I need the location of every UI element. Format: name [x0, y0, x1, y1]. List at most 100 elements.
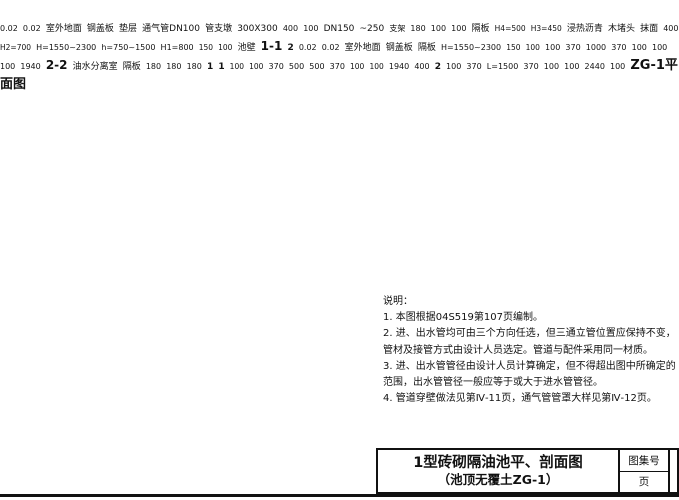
- centerline: 隔板 H=1550~2300 150 100 100 370 100: [0, 35, 667, 73]
- plan-view-drawing: 油水分离室 隔板: [0, 54, 678, 92]
- outdoor-ground-label: 室外地面: [45, 24, 82, 34]
- note-item: 2. 进、出水管均可由三个方向任选，但三通立管位置应保持不变，管材及接管方式由设…: [383, 328, 676, 356]
- dim-label: H=1550~2300: [440, 43, 502, 52]
- steel-cover-label: 钢盖板: [385, 43, 413, 53]
- dim-label: 1000: [585, 43, 607, 52]
- plug-label: 浸热沥青: [566, 24, 603, 34]
- dim-label: H4=500: [494, 24, 526, 33]
- dim-label: 100: [430, 24, 447, 33]
- section-1-1-drawing: 0.02 0.02 室外地面 钢盖板 垫层: [0, 16, 678, 54]
- title-block-value-cell: [670, 450, 677, 492]
- slope-label: 0.02: [321, 43, 340, 52]
- wall-band: 油水分离室 隔板: [0, 54, 678, 92]
- baffle-plate: 隔板 H4=500 H3=450 浸热沥青 木堵头 抹面 400: [0, 16, 678, 54]
- bracket-label: 支架: [389, 24, 406, 33]
- dim-label: 1940: [388, 62, 410, 71]
- dim-label: 370: [611, 43, 627, 52]
- note-item: 3. 进、出水管管径由设计人员计算确定，但不得超出图中所确定的范围，出水管管径一…: [383, 360, 676, 388]
- slope-label: 0.02: [0, 24, 18, 33]
- pier-label: 管支墩: [205, 24, 233, 34]
- dim-label: 100: [564, 62, 580, 71]
- dim-label: H1=800: [160, 43, 194, 52]
- dim-label: 100: [451, 24, 467, 33]
- dim-label: 500: [309, 62, 325, 71]
- dim-label: 180: [166, 62, 182, 71]
- dim-label: 370: [466, 62, 482, 71]
- outdoor-ground-label: 室外地面: [344, 43, 381, 53]
- title-block-side: 图集号 页: [620, 450, 670, 492]
- dim-label: L=1500: [486, 62, 519, 71]
- atlas-number-label: 图集号: [620, 450, 668, 472]
- dim-label: 400: [663, 24, 679, 33]
- dim-label: 100: [631, 43, 647, 52]
- section-marker-label: 1: [218, 62, 225, 72]
- dim-label: 150: [506, 43, 521, 52]
- dim-label: 500: [288, 62, 305, 71]
- dim-label: H2=700: [0, 43, 32, 52]
- pier-size-label: 300X300: [237, 24, 278, 34]
- section-marker-label: 2: [287, 43, 294, 53]
- dim-label: h=750~1500: [101, 43, 156, 52]
- dim-label: 400: [282, 24, 299, 33]
- plaster-label: 抹面: [640, 24, 659, 34]
- title-block-main: 1型砖砌隔油池平、剖面图 （池顶无覆土ZG-1）: [378, 450, 620, 492]
- vent-pipe-label: 通气管DN100: [142, 24, 200, 34]
- baffle-label: 隔板: [122, 62, 141, 72]
- dim-label: 2440: [584, 62, 605, 71]
- dim-label: 100: [350, 62, 365, 71]
- dim-label: 1940: [20, 62, 41, 71]
- dim-label: 370: [565, 43, 581, 52]
- section-marker-label: 1: [206, 62, 214, 72]
- dim-label: 100: [229, 62, 244, 71]
- dim-label: 150: [198, 43, 214, 52]
- plug-label: 木堵头: [607, 24, 635, 34]
- steel-cover-label: 钢盖板: [86, 24, 114, 34]
- dim-label: 370: [329, 62, 345, 71]
- dim-label: 180: [145, 62, 162, 71]
- dim-label: 370: [523, 62, 539, 71]
- tank-wall-label: 池壁: [237, 43, 256, 53]
- dim-label: 100: [610, 62, 626, 71]
- pipe-dn-label: ~250: [359, 24, 385, 34]
- dim-label: 100: [249, 62, 264, 71]
- dim-label: 100: [525, 43, 540, 52]
- dim-label: 100: [446, 62, 462, 71]
- dim-label: 100: [369, 62, 384, 71]
- plan-title: ZG-1平面图: [0, 58, 678, 92]
- dim-label: 100: [545, 43, 561, 52]
- dim-label: H=1550~2300: [36, 43, 97, 52]
- cushion-outline: 油水分离室 隔板: [0, 54, 678, 92]
- dim-label: 100: [543, 62, 560, 71]
- section-cut-line-1: 180 180 180 1 1 100 100: [0, 54, 678, 92]
- slab-outline: 油水分离室 隔板: [0, 54, 678, 92]
- baffle-label: 隔板: [471, 24, 490, 34]
- page-label: 页: [638, 476, 650, 489]
- dim-label: 180: [186, 62, 202, 71]
- drawing-title-line2: （池顶无覆土ZG-1）: [437, 472, 559, 488]
- note-item: 1. 本图根据04S519第107页编制。: [383, 312, 543, 324]
- notes-block: 说明： 1. 本图根据04S519第107页编制。 2. 进、出水管均可由三个方…: [383, 294, 679, 407]
- dim-label: 400: [414, 62, 430, 71]
- dim-label: 100: [218, 43, 233, 52]
- section-marker-label: 2: [434, 62, 441, 72]
- section-1-1-title: 1-1: [260, 39, 283, 53]
- pipe-dn-label: DN150: [323, 24, 355, 34]
- slope-label: 0.02: [298, 43, 317, 52]
- dim-label: 180: [410, 24, 426, 33]
- dim-label: 100: [0, 62, 16, 71]
- dim-label: H3=450: [530, 24, 562, 33]
- dim-label: 370: [268, 62, 284, 71]
- slope-label: 0.02: [22, 24, 41, 33]
- dim-label: 100: [303, 24, 319, 33]
- drawing-title-line1: 1型砖砌隔油池平、剖面图: [413, 455, 583, 472]
- dim-label: 100: [651, 43, 668, 52]
- note-item: 4. 管道穿壁做法见第Ⅳ-11页，通气管管罩大样见第Ⅳ-12页。: [383, 393, 657, 405]
- cushion-label: 垫层: [119, 24, 138, 34]
- sheet-bottom-rule: [0, 494, 679, 497]
- title-block: 1型砖砌隔油池平、剖面图 （池顶无覆土ZG-1） 图集号 页: [376, 448, 679, 494]
- baffle-label: 隔板: [417, 43, 436, 53]
- section-2-2-drawing: 0.02 0.02 室外地面 钢盖板: [0, 35, 667, 73]
- chamber-label: 油水分离室: [72, 62, 118, 72]
